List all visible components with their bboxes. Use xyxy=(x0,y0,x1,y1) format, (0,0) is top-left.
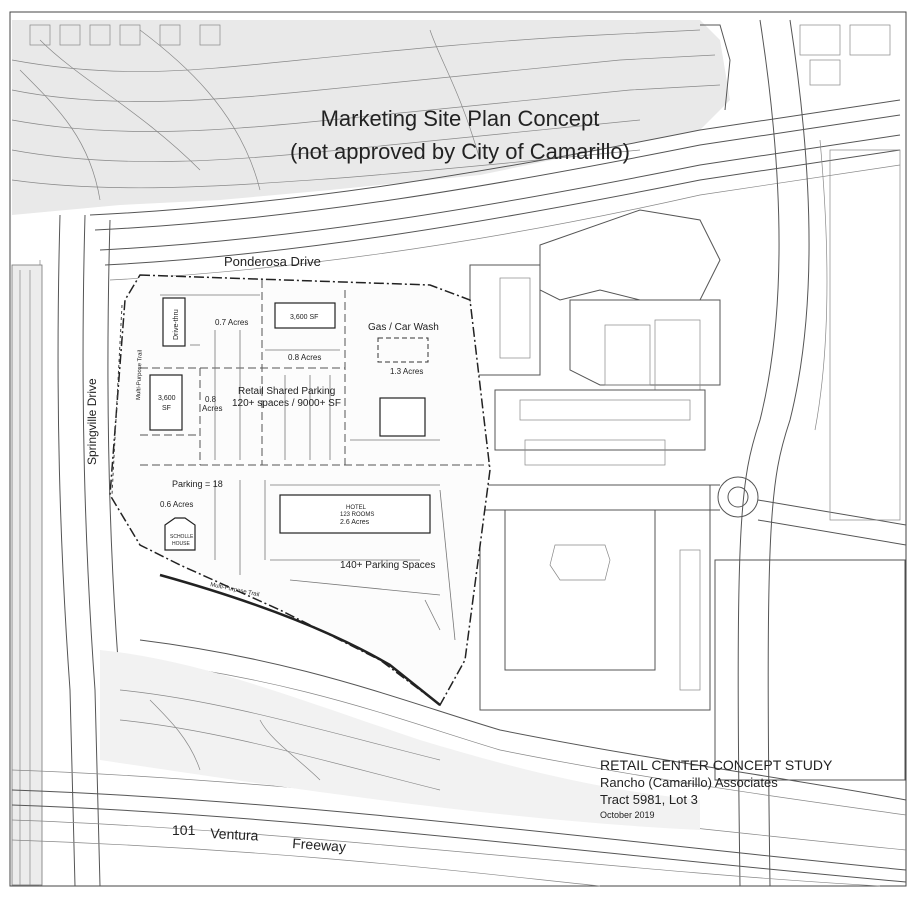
retail-pad-left xyxy=(149,374,183,431)
title-block-line-1: RETAIL CENTER CONCEPT STUDY xyxy=(600,757,833,773)
multi-purpose-trail-west xyxy=(111,304,123,496)
ventura-freeway-road xyxy=(11,639,907,887)
retail-shared-parking-count: 120+ spaces / 9000+ SF xyxy=(232,398,341,409)
drive-thru-building xyxy=(162,297,186,347)
terrain-hillside xyxy=(11,20,891,215)
retail-pad-top xyxy=(274,302,336,329)
buildings xyxy=(149,297,431,551)
residential-complex xyxy=(469,149,906,781)
multi-purpose-trail-south xyxy=(159,573,441,706)
springville-drive-label: Springville Drive xyxy=(85,378,99,465)
freeway-name-label-2: Freeway xyxy=(292,835,347,855)
parcel-acres-1-3: 1.3 Acres xyxy=(390,367,423,376)
parcel-acres-0-6: 0.6 Acres xyxy=(160,500,193,509)
hotel-label: HOTEL xyxy=(346,505,367,511)
freeway-name-label-1: Ventura xyxy=(210,825,259,844)
retail-pad-top-sf: 3,600 SF xyxy=(290,314,318,321)
schoolhouse-label-1: SCHOLLE xyxy=(170,534,194,540)
ponderosa-drive-road xyxy=(89,99,901,281)
title-block-line-2: Rancho (Camarillo) Associates xyxy=(600,775,778,790)
title-block-line-4: October 2019 xyxy=(600,810,655,820)
map-title-line-1: Marketing Site Plan Concept xyxy=(321,106,600,131)
terrain-ravine xyxy=(100,650,700,830)
gas-station-building xyxy=(379,397,426,437)
parcel-acres-0-8-left: 0.8 xyxy=(205,395,217,404)
drive-thru-label: Drive-thru xyxy=(173,309,180,340)
ponderosa-drive-label: Ponderosa Drive xyxy=(224,254,321,269)
freeway-number-label: 101 xyxy=(172,822,196,838)
hotel-acres-label: 2.6 Acres xyxy=(340,519,370,526)
hotel-building xyxy=(279,494,431,534)
parking-stalls xyxy=(160,294,456,641)
parcel-acres-0-7: 0.7 Acres xyxy=(215,318,248,327)
parcel-acres-0-8-left-unit: Acres xyxy=(202,404,222,413)
retail-shared-parking-label: Retail Shared Parking xyxy=(238,386,335,397)
parcel-acres-0-8-mid: 0.8 Acres xyxy=(288,353,321,362)
schoolhouse-building xyxy=(164,517,196,551)
springville-drive-road xyxy=(11,214,119,887)
schoolhouse-label-2: HOUSE xyxy=(172,541,190,547)
parcel-lines xyxy=(140,280,490,466)
parking-18-label: Parking = 18 xyxy=(172,479,223,489)
parking-140-label: 140+ Parking Spaces xyxy=(340,560,435,571)
car-wash-pad xyxy=(377,337,429,363)
gas-car-wash-label: Gas / Car Wash xyxy=(368,322,439,333)
retail-pad-left-sf: 3,600 xyxy=(158,395,176,402)
retail-pad-left-sf-unit: SF xyxy=(162,405,171,412)
multi-purpose-trail-west-label: Multi-Purpose Trail xyxy=(136,350,144,400)
hotel-rooms-label: 123 ROOMS xyxy=(340,512,374,518)
site-boundary xyxy=(109,274,491,707)
map-title-line-2: (not approved by City of Camarillo) xyxy=(290,139,630,164)
title-block-line-3: Tract 5981, Lot 3 xyxy=(600,792,698,807)
